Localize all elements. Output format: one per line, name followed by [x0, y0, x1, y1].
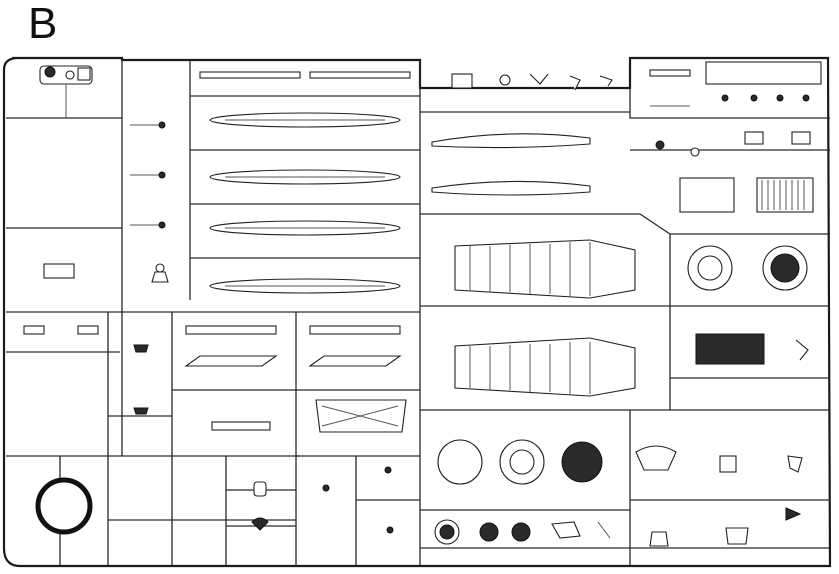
- part-track-rails: [199, 71, 411, 294]
- part-small-pins: [130, 121, 169, 283]
- part-turret-hatch: [39, 65, 93, 118]
- part-small-fittings: [451, 73, 613, 91]
- part-bottom-fittings: [251, 339, 809, 547]
- sprue-runners: [6, 60, 830, 566]
- part-ring: [35, 477, 93, 535]
- part-fenders: [431, 133, 591, 196]
- part-engine-deck: [679, 177, 814, 213]
- part-exhaust-hulls: [454, 239, 636, 397]
- part-grille-plate: [695, 333, 765, 365]
- sprue-frame: [2, 56, 832, 568]
- part-right-fittings: [649, 61, 822, 157]
- part-side-brackets: [23, 263, 407, 433]
- part-road-wheels: [434, 245, 808, 545]
- sprue-letter: B: [28, 0, 57, 48]
